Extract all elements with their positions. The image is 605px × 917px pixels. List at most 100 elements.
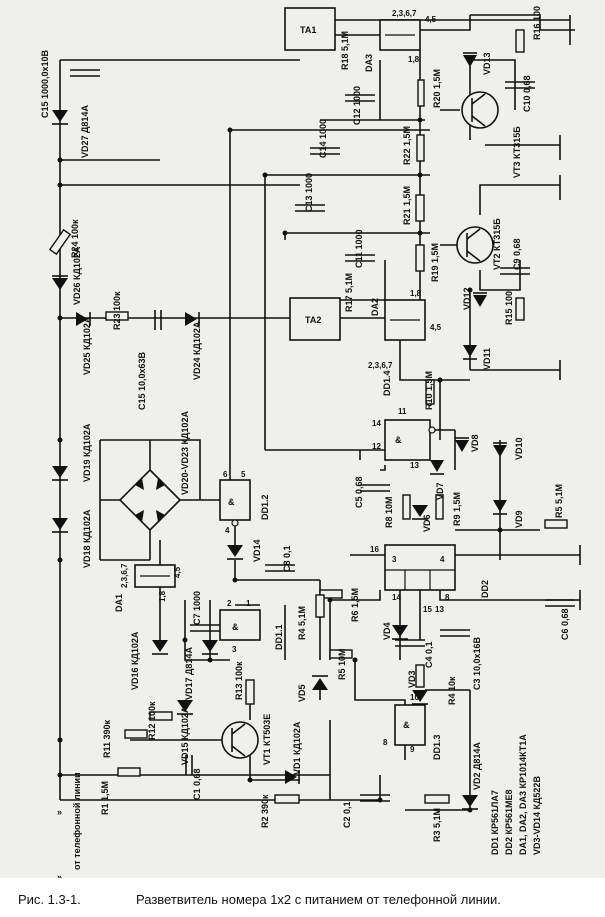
pin-13b: 13 [435,605,444,614]
label-r21: R21 1,5М [402,186,412,225]
vt3-label: VT3 КТ315Б [512,126,522,178]
resistors [48,29,568,804]
module-ta2: TA2 [289,297,341,341]
label-r11: R11 390к [102,719,112,758]
label-r18: R18 5,1М [340,31,350,70]
svg-text:&: & [228,497,235,507]
diode-bridge [100,440,200,560]
label-c15b: C15 10,0х63В [137,351,147,410]
component-labels: C15 1000,0x10В VD27 Д814А R24 100к VD26 … [40,6,570,842]
dd2-label: DD2 [480,580,490,598]
da1-pins-c: 1,8 [158,590,167,602]
label-c12: C12 1000 [352,86,362,125]
label-vd17: VD17 Д814А [184,647,194,700]
label-r16: R16 100 [532,6,542,40]
vt3: VT3 КТ315Б [461,91,522,178]
svg-text:&: & [403,720,410,730]
label-c4: C4 0,1 [424,641,434,668]
label-r12: R12 100к [147,701,157,740]
label-r22: R22 1,5М [402,126,412,165]
label-r6: R6 1,5М [350,588,360,622]
da2-pins-b: 4,5 [430,323,442,332]
vt2-label: VT2 КТ315Б [492,218,502,270]
label-c13: C13 1000 [304,173,314,212]
dd1-1: & DD1.1 2 1 3 [219,599,284,654]
da2: DA2 2,3,6,7 4,5 1,8 [368,289,442,370]
label-c15: C15 1000,0x10В [40,49,50,118]
svg-text:»: » [57,872,62,878]
label-vd19: VD19 КД102А [82,423,92,482]
label-vd9: VD9 [514,510,524,528]
label-c3: C3 10,0х16В [472,636,482,690]
dd1-4-label: DD1.4 [382,370,392,396]
label-c11: C11 1000 [354,229,364,268]
pin-6: 6 [223,470,228,479]
parts-legend: DD1 КР561ЛА7 DD2 КР561МЕ8 DA1, DA2, DA3 … [490,734,542,855]
label-c14: C14 1000 [318,119,328,158]
dd1-4: & DD1.4 14 12 13 11 [372,370,436,470]
label-r2: R2 390к [260,794,270,828]
dd2: DD2 16 3 4 8 15 14 13 [370,544,490,614]
pin-12: 12 [372,442,381,451]
label-vd12: VD12 [462,287,472,310]
pin-1: 1 [246,599,251,608]
label-r4: R4 10к [447,676,457,705]
pin-4: 4 [225,526,230,535]
da2-pins-a: 2,3,6,7 [368,361,393,370]
capacitors [70,69,575,802]
dd1-2: & DD1.2 6 5 4 [219,470,270,535]
ta2-label: TA2 [305,315,321,325]
legend-line-3: DA1, DA2, DA3 КР1014КТ1А [518,734,528,855]
module-ta1: TA1 [284,7,336,51]
label-r9: R9 1,5М [452,492,462,526]
legend-line-1: DD1 КР561ЛА7 [490,790,500,855]
figure-title: Разветвитель номера 1х2 с питанием от те… [136,892,501,907]
svg-text:»: » [57,807,62,817]
label-r10: R10 1,5М [424,371,434,410]
label-vd14: VD14 [252,539,262,562]
da1-name: DA1 [114,594,124,612]
pin-3: 3 [232,645,237,654]
label-vd4: VD4 [382,622,392,640]
legend-line-2: DD2 КР561МЕ8 [504,789,514,855]
svg-text:&: & [232,622,239,632]
pin-10: 10 [410,693,419,702]
label-r15: R15 100 [504,291,514,325]
label-vd3: VD3 [407,670,417,688]
pin-16: 16 [370,545,379,554]
label-vd2: VD2 Д814А [472,742,482,790]
da3-pins-a: 2,3,6,7 [392,9,417,18]
label-c10: C10 0,68 [522,75,532,112]
input-label: от телефонной линии [72,772,82,870]
pin-14b: 14 [392,593,401,602]
figure-caption: Рис. 1.3-1. Разветвитель номера 1х2 с пи… [0,884,605,914]
da1-pins-a: 2,3,6,7 [120,563,129,588]
label-vd5: VD5 [297,684,307,702]
label-vd25: VD25 КД102А [82,316,92,375]
da3-pins-c: 1,8 [408,55,420,64]
label-c1: C1 0,68 [192,768,202,800]
pin-9: 9 [410,745,415,754]
figure-number: Рис. 1.3-1. [18,892,81,907]
label-vd15: VD15 КД102А [180,706,190,765]
vt2: VT2 КТ315Б [456,218,502,270]
da3-name: DA3 [364,54,374,72]
label-vd11: VD11 [482,348,492,370]
da1: DA1 2,3,6,7 4,5 1,8 [114,563,182,612]
label-vd20: VD20-VD23 КД102А [180,411,190,495]
da1-pins-b: 4,5 [173,566,182,578]
label-c6: C6 0,68 [560,608,570,640]
label-vd24: VD24 КД102А [192,321,202,380]
schematic-area: TA1 TA2 DA3 2,3,6,7 4,5 1,8 DA2 2,3,6,7 … [0,0,605,882]
label-vd18: VD18 КД102А [82,509,92,568]
label-r17: R17 5,1М [344,273,354,312]
label-vd16: VD16 КД102А [130,631,140,690]
label-vd8: VD8 [470,434,480,452]
pin-15: 15 [423,605,432,614]
pin-2: 2 [227,599,232,608]
pin-8: 8 [383,738,388,747]
dd1-1-label: DD1.1 [274,624,284,650]
label-r5b: R5 5,1М [554,484,564,518]
label-r20: R20 1,5М [432,69,442,108]
dd1-3-label: DD1.3 [432,734,442,760]
